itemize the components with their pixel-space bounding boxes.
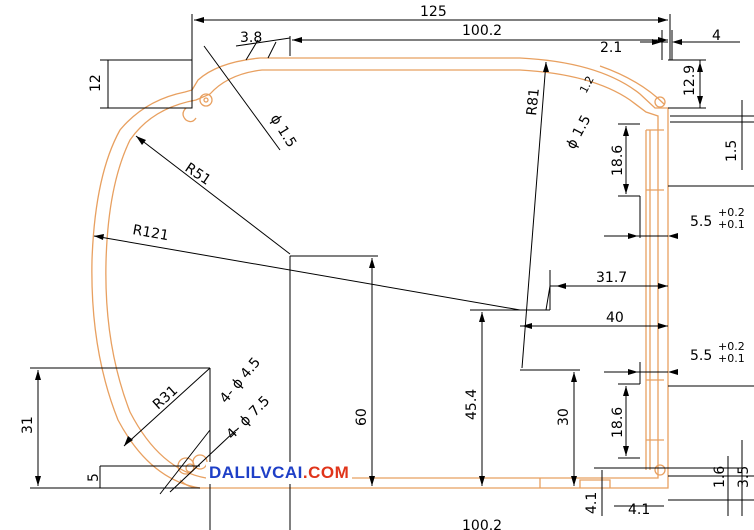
label-phi-1-5-right: ϕ 1.5: [563, 113, 594, 152]
label-30: 30: [556, 408, 572, 426]
label-r81: R81: [524, 87, 543, 116]
label-4: 4: [712, 28, 721, 44]
watermark: DALILVCAI.COM: [206, 462, 353, 484]
label-1-2: 1.2: [577, 74, 597, 96]
watermark-domain: .COM: [302, 463, 350, 482]
label-tol-top-lower: +0.1: [718, 218, 745, 231]
label-top-width: 100.2: [462, 23, 502, 39]
label-tol-bottom-upper: +0.2: [718, 340, 745, 353]
label-2-1: 2.1: [600, 40, 622, 56]
label-bottom-width: 100.2: [462, 518, 502, 530]
label-3-8: 3.8: [240, 30, 262, 46]
label-18-6-bottom: 18.6: [610, 407, 626, 438]
label-4-1-right: 4.1: [628, 502, 650, 518]
label-31-7: 31.7: [596, 270, 627, 286]
label-40: 40: [606, 310, 624, 326]
label-31: 31: [20, 416, 36, 434]
label-r51: R51: [182, 160, 214, 189]
arrowheads: [35, 17, 703, 486]
label-5-5-bottom: 5.5: [690, 348, 712, 364]
label-r31: R31: [150, 383, 181, 413]
label-tol-top-upper: +0.2: [718, 206, 745, 219]
label-overall-width: 125: [420, 4, 447, 20]
label-45-4: 45.4: [464, 389, 480, 420]
label-60: 60: [354, 408, 370, 426]
label-4-1-left: 4.1: [584, 492, 600, 514]
label-phi-1-5-left: ϕ 1.5: [267, 112, 300, 151]
label-3-5: 3.5: [736, 466, 752, 488]
watermark-text: DALILVCAI: [209, 463, 303, 482]
label-12-9: 12.9: [682, 65, 698, 96]
label-5-5-top: 5.5: [690, 214, 712, 230]
label-12: 12: [88, 74, 104, 92]
label-1-5: 1.5: [724, 140, 740, 162]
label-1-6: 1.6: [712, 466, 728, 488]
dimension-labels: 125 100.2 3.8 2.1 4 12 12.9 1.5 ϕ 1.5 ϕ …: [20, 4, 752, 530]
label-r121: R121: [131, 222, 170, 244]
label-18-6-top: 18.6: [610, 145, 626, 176]
label-5: 5: [86, 473, 102, 482]
label-tol-bottom-lower: +0.1: [718, 352, 745, 365]
